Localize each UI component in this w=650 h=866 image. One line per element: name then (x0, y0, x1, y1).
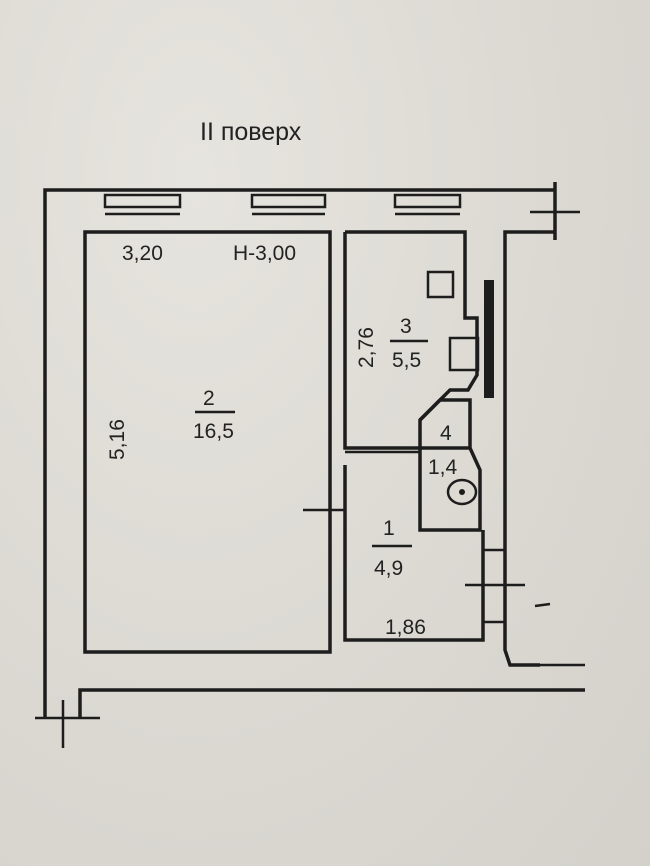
room-2 (83, 230, 332, 654)
room-1-area: 4,9 (374, 557, 403, 580)
windows (103, 193, 462, 216)
room-2-area: 16,5 (193, 420, 234, 443)
room-3-length: 2,76 (355, 327, 378, 368)
stove-icon (426, 270, 455, 299)
room-3 (343, 230, 479, 450)
room-3-area: 5,5 (392, 349, 421, 372)
room-4-area: 1,4 (428, 456, 458, 479)
room-2-length: 5,16 (106, 419, 129, 460)
room-1-number: 1 (383, 517, 395, 540)
outer-walls (35, 182, 585, 748)
room-2-number: 2 (203, 387, 215, 410)
ceiling-height: Н-3,00 (233, 242, 296, 265)
room-1-width: 1,86 (385, 616, 426, 639)
sink-icon (448, 336, 480, 372)
room-2-width: 3,20 (122, 242, 163, 265)
room-3-number: 3 (400, 315, 412, 338)
vent-duct (484, 280, 494, 398)
room-4-number: 4 (440, 422, 452, 445)
room-4 (418, 398, 482, 532)
floor-title: II поверх (200, 118, 302, 146)
toilet-icon (446, 478, 478, 506)
